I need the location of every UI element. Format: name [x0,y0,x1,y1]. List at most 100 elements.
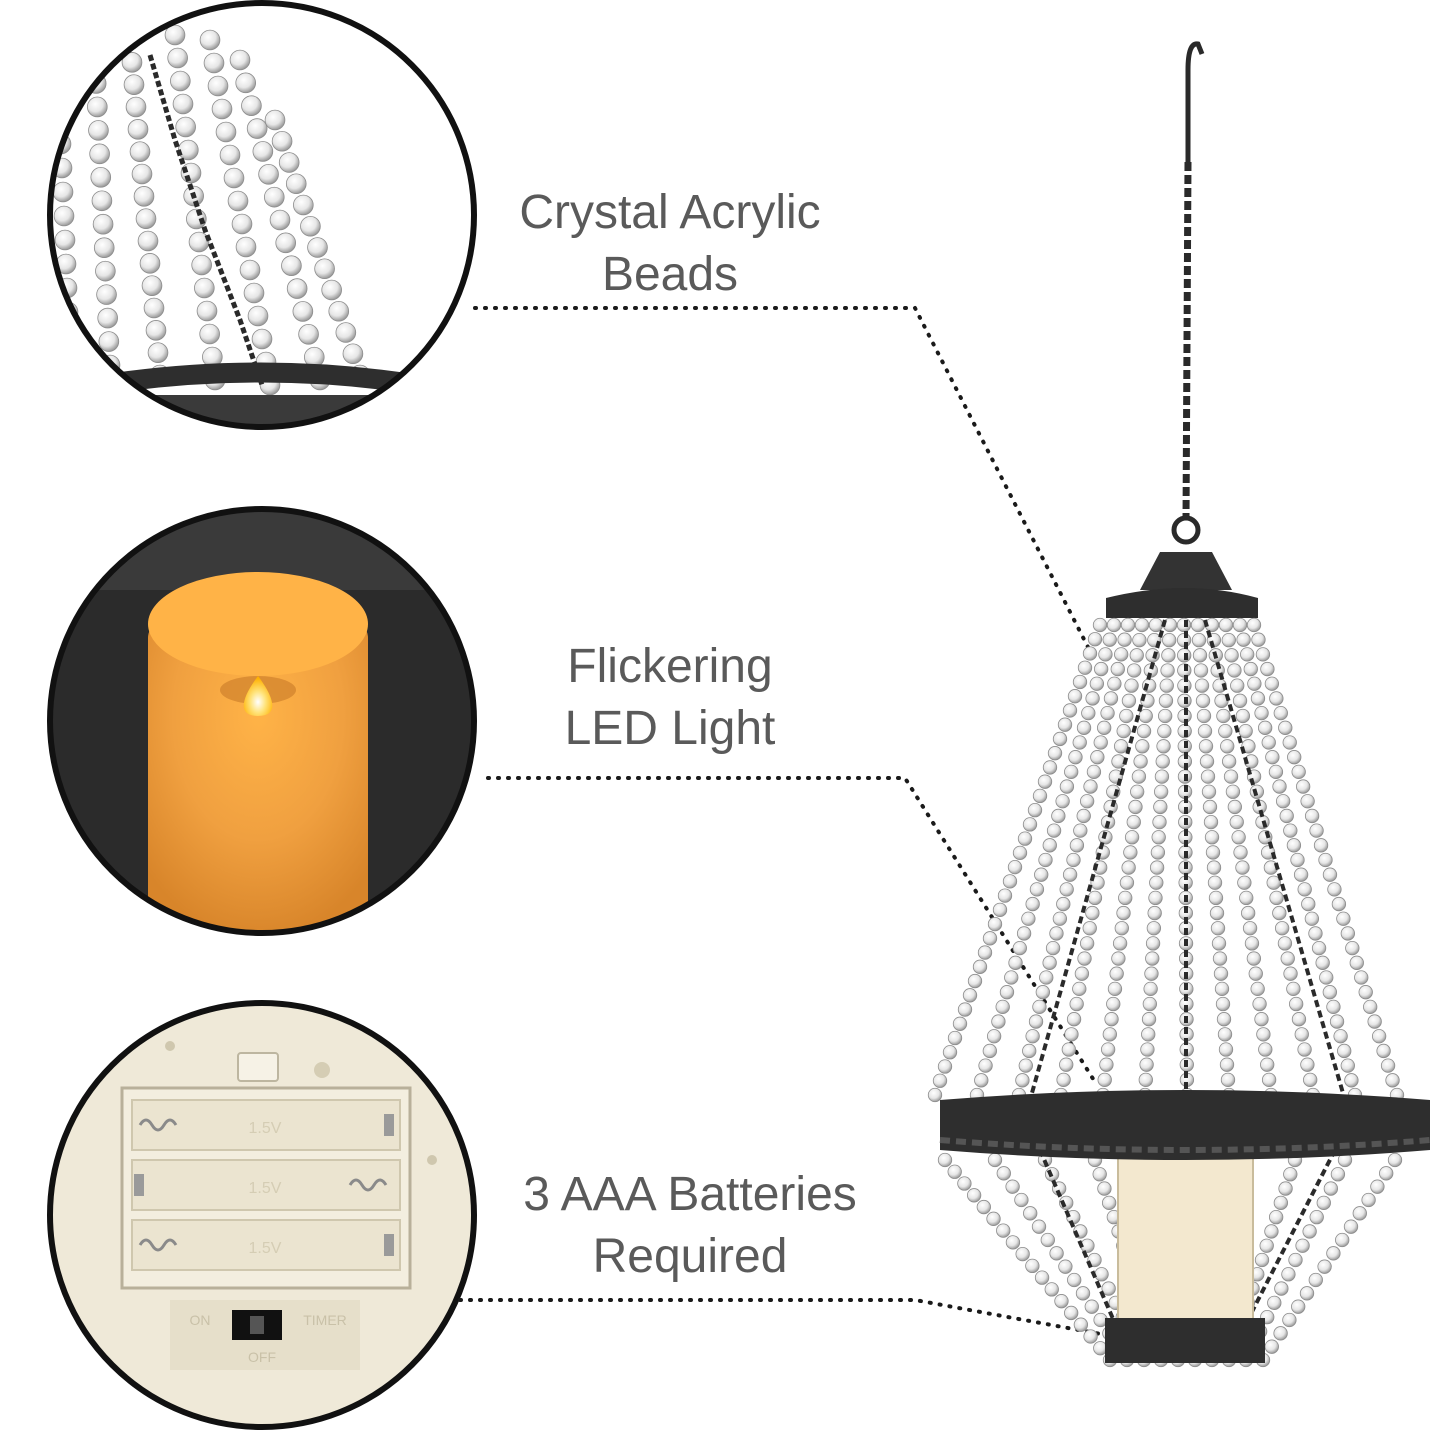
bead [1333,1029,1348,1044]
bead [1132,633,1147,648]
bead [1217,1027,1233,1042]
bead [1121,860,1136,875]
bead [1344,1073,1359,1088]
bead [252,141,274,162]
bead [1268,764,1284,780]
bead [1299,1286,1315,1301]
bead [1291,1299,1306,1314]
bead [1232,617,1248,633]
bead [1278,1181,1293,1196]
bead [1015,1246,1030,1262]
bead [1081,705,1096,721]
bead [1087,632,1103,647]
bead [1278,720,1293,735]
bead [1110,661,1125,677]
bead [121,52,143,73]
bead [141,275,163,296]
bead [1264,676,1280,691]
bead [957,1176,972,1191]
bead [1083,1329,1098,1344]
feature-label-line: Required [592,1230,788,1283]
bead [178,139,199,161]
bead [966,1188,982,1203]
bead [1227,663,1242,678]
bead [1191,633,1207,648]
bead [1200,769,1216,784]
bead [1304,911,1320,926]
bead [92,213,114,235]
bead [1335,1232,1350,1248]
bead [932,1073,948,1088]
bead [1220,1072,1236,1087]
bead [1066,1012,1082,1027]
bead [1151,830,1166,845]
bead [1261,1072,1277,1087]
feature-label-line: Beads [601,248,739,301]
bead [992,902,1008,917]
bead [1190,617,1206,633]
bead [1017,831,1033,846]
bead [1149,860,1165,875]
bead [1216,1012,1232,1027]
bead [1371,1029,1387,1044]
bead [1154,769,1170,784]
bead [139,253,161,274]
bead [164,24,186,46]
bead [1349,955,1364,970]
bead [231,213,253,235]
bead [1072,735,1087,750]
bead [1136,723,1152,739]
bead [1046,823,1062,838]
bead [52,181,74,203]
bead [1101,1195,1117,1211]
bead [286,278,308,299]
bead [1035,985,1050,1000]
bead [281,255,302,277]
bead [1291,764,1306,780]
bead [88,120,109,141]
bead [1028,1014,1044,1029]
bead [1037,774,1053,789]
bead [264,109,286,131]
bead [1352,1206,1367,1221]
bead [957,1002,973,1017]
bead [328,300,350,322]
bead [1317,1259,1332,1274]
bead [246,118,268,139]
bead [1049,926,1064,941]
bead [1097,1072,1112,1087]
bead [1248,966,1263,981]
bead [987,1152,1003,1168]
bead [1147,905,1162,921]
bead [1102,632,1117,647]
bead [1218,617,1234,633]
bead [123,74,145,95]
bead [1203,814,1219,830]
bead [1114,921,1129,936]
bead [1225,784,1241,799]
bead [996,1223,1011,1238]
bead [1116,905,1131,921]
bead [1106,617,1122,633]
bead [947,1030,963,1046]
bead [1142,678,1157,693]
bead [1059,1057,1074,1072]
bead [1038,852,1053,868]
bead [1120,617,1136,633]
bead [1012,845,1028,861]
bead [1061,1042,1076,1057]
bead [188,231,210,253]
bead [95,260,116,282]
bead [1224,648,1239,663]
switch-timer-label: TIMER [303,1312,347,1328]
bead [1295,1238,1310,1253]
bead [1193,663,1209,678]
bead [1272,779,1287,794]
bead [1192,648,1208,663]
bead [1119,708,1134,724]
bead [1198,739,1214,754]
bead [243,282,265,304]
bead [1239,890,1254,906]
